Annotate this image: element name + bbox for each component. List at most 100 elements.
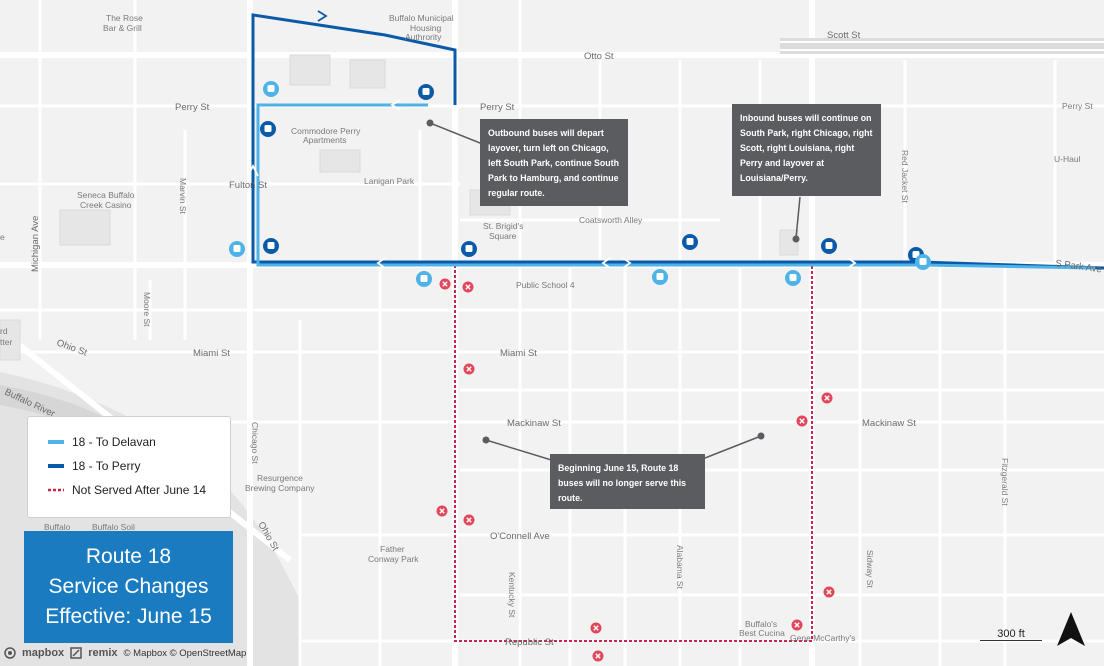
poi-labels: The Rose Bar & Grill Buffalo Municipal H…	[0, 13, 1081, 638]
bus-icon	[682, 234, 698, 250]
legend-item-delavan: 18 - To Delavan	[48, 430, 230, 454]
poi-label: Creek Casino	[80, 200, 132, 210]
discontinued-callout: Beginning June 15, Route 18 buses will n…	[550, 454, 705, 509]
poi-label: Buffalo Soil	[92, 522, 135, 532]
street-label: Republic St	[505, 637, 554, 648]
not-served-route	[454, 265, 813, 642]
poi-label: Buffalo Municipal	[389, 13, 454, 23]
legend-label: 18 - To Delavan	[72, 435, 156, 449]
poi-label: Bar & Grill	[103, 23, 142, 33]
delavan-swatch	[48, 440, 64, 444]
poi-label: e	[0, 232, 5, 242]
bus-icon	[416, 271, 432, 287]
street-label: Lanigan Park	[364, 176, 415, 186]
street-label: Mackinaw St	[507, 418, 561, 429]
arrow-up-icon	[247, 163, 259, 177]
legend-label: 18 - To Perry	[72, 459, 141, 473]
bus-icon	[461, 241, 477, 257]
poi-label: Buffalo	[44, 522, 71, 532]
buildings	[0, 54, 799, 361]
bus-icon	[263, 238, 279, 254]
bus-icon	[418, 84, 434, 100]
callout-leaders	[429, 122, 801, 463]
not-served-swatch	[48, 488, 64, 492]
map-title: Route 18 Service Changes Effective: June…	[24, 531, 233, 643]
street-label: Mackinaw St	[862, 418, 916, 429]
direction-arrows	[247, 10, 857, 269]
arrow-right-icon	[622, 257, 632, 269]
outbound-callout: Outbound buses will depart layover, turn…	[480, 119, 628, 206]
street-label: Perry St	[175, 102, 210, 113]
mapbox-brand[interactable]: mapbox	[22, 647, 65, 659]
street-label: Perry St	[480, 102, 515, 113]
street-label: Red Jacket St	[900, 150, 910, 204]
bus-icon	[229, 241, 245, 257]
arrow-left-icon	[601, 257, 611, 269]
street-label: O'Connell Ave	[490, 531, 550, 542]
street-label: Chicago St	[250, 422, 260, 464]
street-label: Perry St	[1062, 101, 1093, 111]
poi-label: Father	[380, 544, 405, 554]
poi-label: Square	[489, 231, 517, 241]
north-arrow-icon	[1057, 612, 1085, 646]
street-label: Sidway St	[865, 550, 875, 588]
street-label: Scott St	[827, 30, 861, 41]
copyright-text[interactable]: © Mapbox © OpenStreetMap	[123, 647, 247, 659]
street-label: Alabama St	[675, 545, 685, 590]
remix-brand[interactable]: remix	[88, 647, 118, 659]
x-circle-icon	[463, 363, 475, 375]
street-label: Michigan Ave	[30, 216, 41, 272]
map-scale: 300 ft	[980, 628, 1042, 641]
poi-label: Public School 4	[516, 280, 575, 290]
arrow-right-icon	[317, 10, 328, 22]
removed-stops	[436, 278, 835, 662]
poi-label: U-Haul	[1054, 154, 1081, 164]
poi-label: rd	[0, 326, 8, 336]
x-circle-icon	[590, 622, 602, 634]
poi-label: Buffalo's	[745, 619, 777, 629]
x-circle-icon	[592, 650, 604, 662]
street-label: Moore St	[142, 292, 152, 327]
poi-label: Gene McCarthy's	[790, 633, 855, 643]
x-circle-icon	[439, 278, 451, 290]
poi-label: Commodore Perry	[291, 126, 361, 136]
street-label: Otto St	[584, 51, 614, 62]
poi-label: Conway Park	[368, 554, 419, 564]
remix-logo-icon[interactable]	[70, 647, 82, 659]
title-line: Service Changes	[48, 575, 209, 598]
street-label: Miami St	[500, 348, 537, 359]
x-circle-icon	[821, 392, 833, 404]
bus-icon	[263, 81, 279, 97]
x-circle-icon	[823, 586, 835, 598]
arrow-right-icon	[847, 257, 857, 269]
poi-label: tter	[0, 337, 12, 347]
title-line: Route 18	[85, 545, 172, 568]
poi-label: Resurgence	[257, 473, 303, 483]
poi-label: St. Brigid's	[483, 221, 523, 231]
poi-label: Best Cucina	[739, 628, 785, 638]
mapbox-logo-icon[interactable]	[4, 647, 16, 659]
x-circle-icon	[791, 619, 803, 631]
x-circle-icon	[463, 514, 475, 526]
map-attribution: mapbox remix © Mapbox © OpenStreetMap	[4, 647, 246, 659]
bus-icon	[915, 254, 931, 270]
bus-icon	[785, 270, 801, 286]
x-circle-icon	[462, 281, 474, 293]
poi-label: The Rose	[106, 13, 143, 23]
perry-swatch	[48, 464, 64, 468]
arrow-left-icon	[390, 99, 401, 111]
route-to-delavan-line	[256, 103, 1096, 270]
street-label: Marvin St	[178, 178, 188, 215]
poi-label: Apartments	[303, 135, 346, 145]
bus-icon	[652, 269, 668, 285]
poi-label: Authrority	[405, 32, 442, 42]
poi-label: Brewing Company	[245, 483, 315, 493]
street-label: Coatsworth Alley	[579, 215, 643, 225]
title-line: Effective: June 15	[45, 605, 212, 628]
poi-label: Seneca Buffalo	[77, 190, 135, 200]
inbound-callout: Inbound buses will continue on South Par…	[732, 104, 881, 196]
street-label: Fitzgerald St	[1000, 458, 1010, 506]
arrow-left-icon	[376, 257, 386, 269]
street-label: Fulton St	[229, 180, 267, 191]
